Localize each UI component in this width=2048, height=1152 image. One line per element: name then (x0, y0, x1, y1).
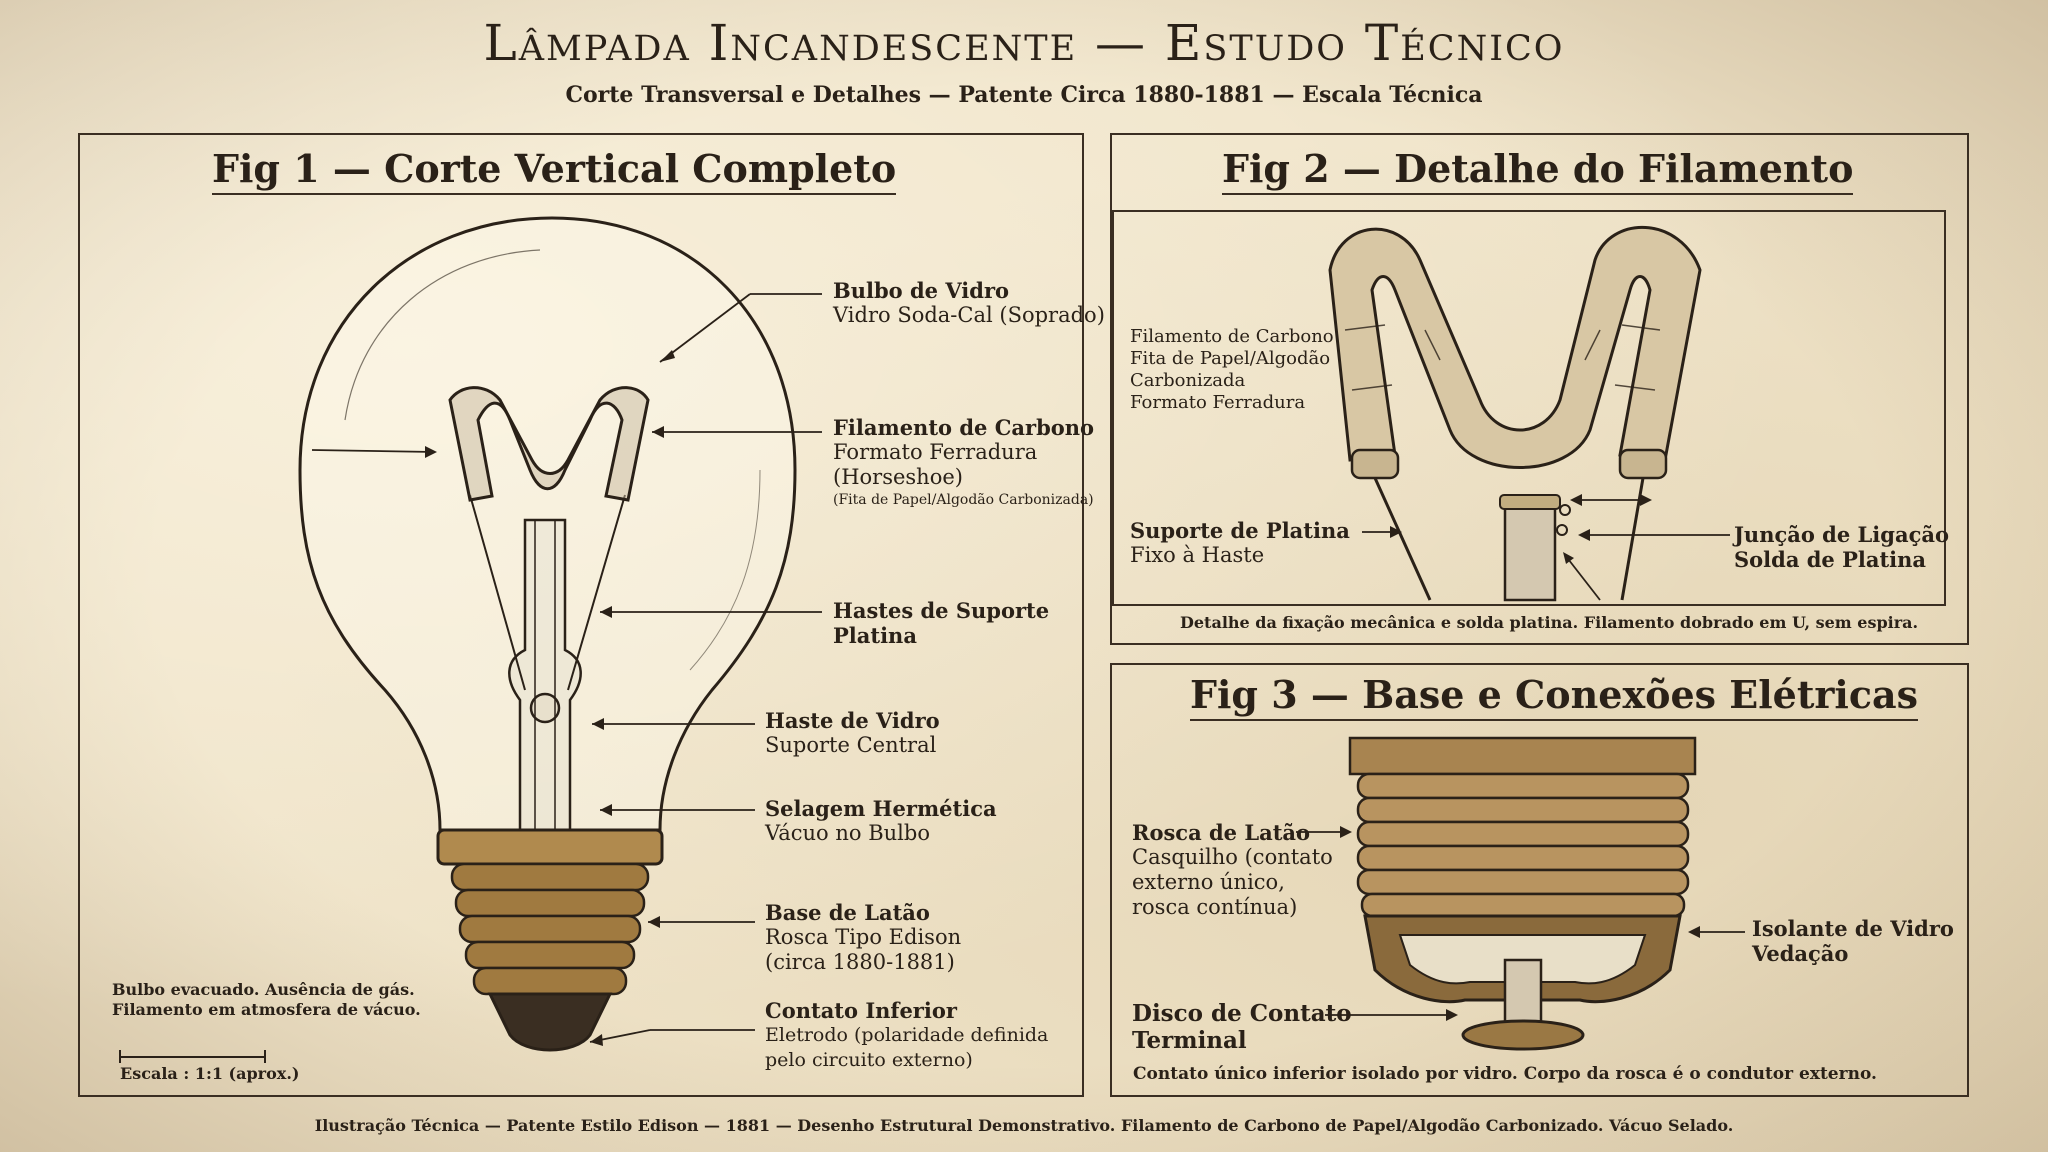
fig3-title: Fig 3 — Base e Conexões Elétricas (1190, 672, 1918, 721)
label-suporte-platina: Suporte de Platina Fixo à Haste (1130, 518, 1350, 567)
bottom-contact (487, 992, 613, 1052)
label-hastes-suporte: Hastes de Suporte Platina (833, 598, 1050, 648)
fig2-caption: Detalhe da fixação mecânica e solda plat… (1180, 613, 1919, 632)
label-base-latao: Base de Latão Rosca Tipo Edison (circa 1… (765, 900, 962, 974)
fig1-panel (78, 133, 1084, 1097)
fig2-panel (1110, 133, 1969, 645)
fig1-note: Bulbo evacuado. Ausência de gás. Filamen… (112, 980, 421, 1019)
fig3-caption: Contato único inferior isolado por vidro… (1133, 1064, 1877, 1084)
label-haste-vidro: Haste de Vidro Suporte Central (765, 708, 940, 757)
label-filamento: Filamento de Carbono Formato Ferradura (… (833, 415, 1095, 508)
label-selagem: Selagem Hermética Vácuo no Bulbo (765, 796, 997, 845)
scale-label: Escala : 1:1 (aprox.) (120, 1064, 300, 1083)
label-bulbo: Bulbo de Vidro Vidro Soda-Cal (Soprado) (833, 278, 1105, 327)
fig2-title: Fig 2 — Detalhe do Filamento (1222, 146, 1854, 195)
footer-caption: Ilustração Técnica — Patente Estilo Edis… (314, 1116, 1734, 1135)
filament-tape (1328, 226, 1702, 469)
fig2-inner-frame (1112, 210, 1946, 606)
label-fig2-filamento: Filamento de Carbono Fita de Papel/Algod… (1130, 326, 1334, 413)
fig3-threads (1356, 772, 1690, 918)
horseshoe-filament (448, 386, 650, 502)
fig1-title: Fig 1 — Corte Vertical Completo (212, 146, 897, 195)
screw-threads (450, 862, 650, 996)
glass-stem (508, 518, 582, 830)
label-contato-inferior: Contato Inferior Eletrodo (polaridade de… (765, 998, 1049, 1071)
label-juncao-ligacao: Junção de Ligação Solda de Platina (1734, 522, 1949, 572)
label-disco-contato: Disco de Contato Terminal (1132, 1000, 1352, 1054)
fig3-panel (1110, 663, 1969, 1097)
page-subtitle: Corte Transversal e Detalhes — Patente C… (565, 82, 1483, 108)
page-title: Lâmpada Incandescente — Estudo Técnico (483, 14, 1565, 72)
label-isolante-vidro: Isolante de Vidro Vedação (1752, 916, 1954, 966)
contact-disc (1461, 1019, 1585, 1051)
label-rosca-latao: Rosca de Latão Casquilho (contato extern… (1132, 820, 1333, 919)
